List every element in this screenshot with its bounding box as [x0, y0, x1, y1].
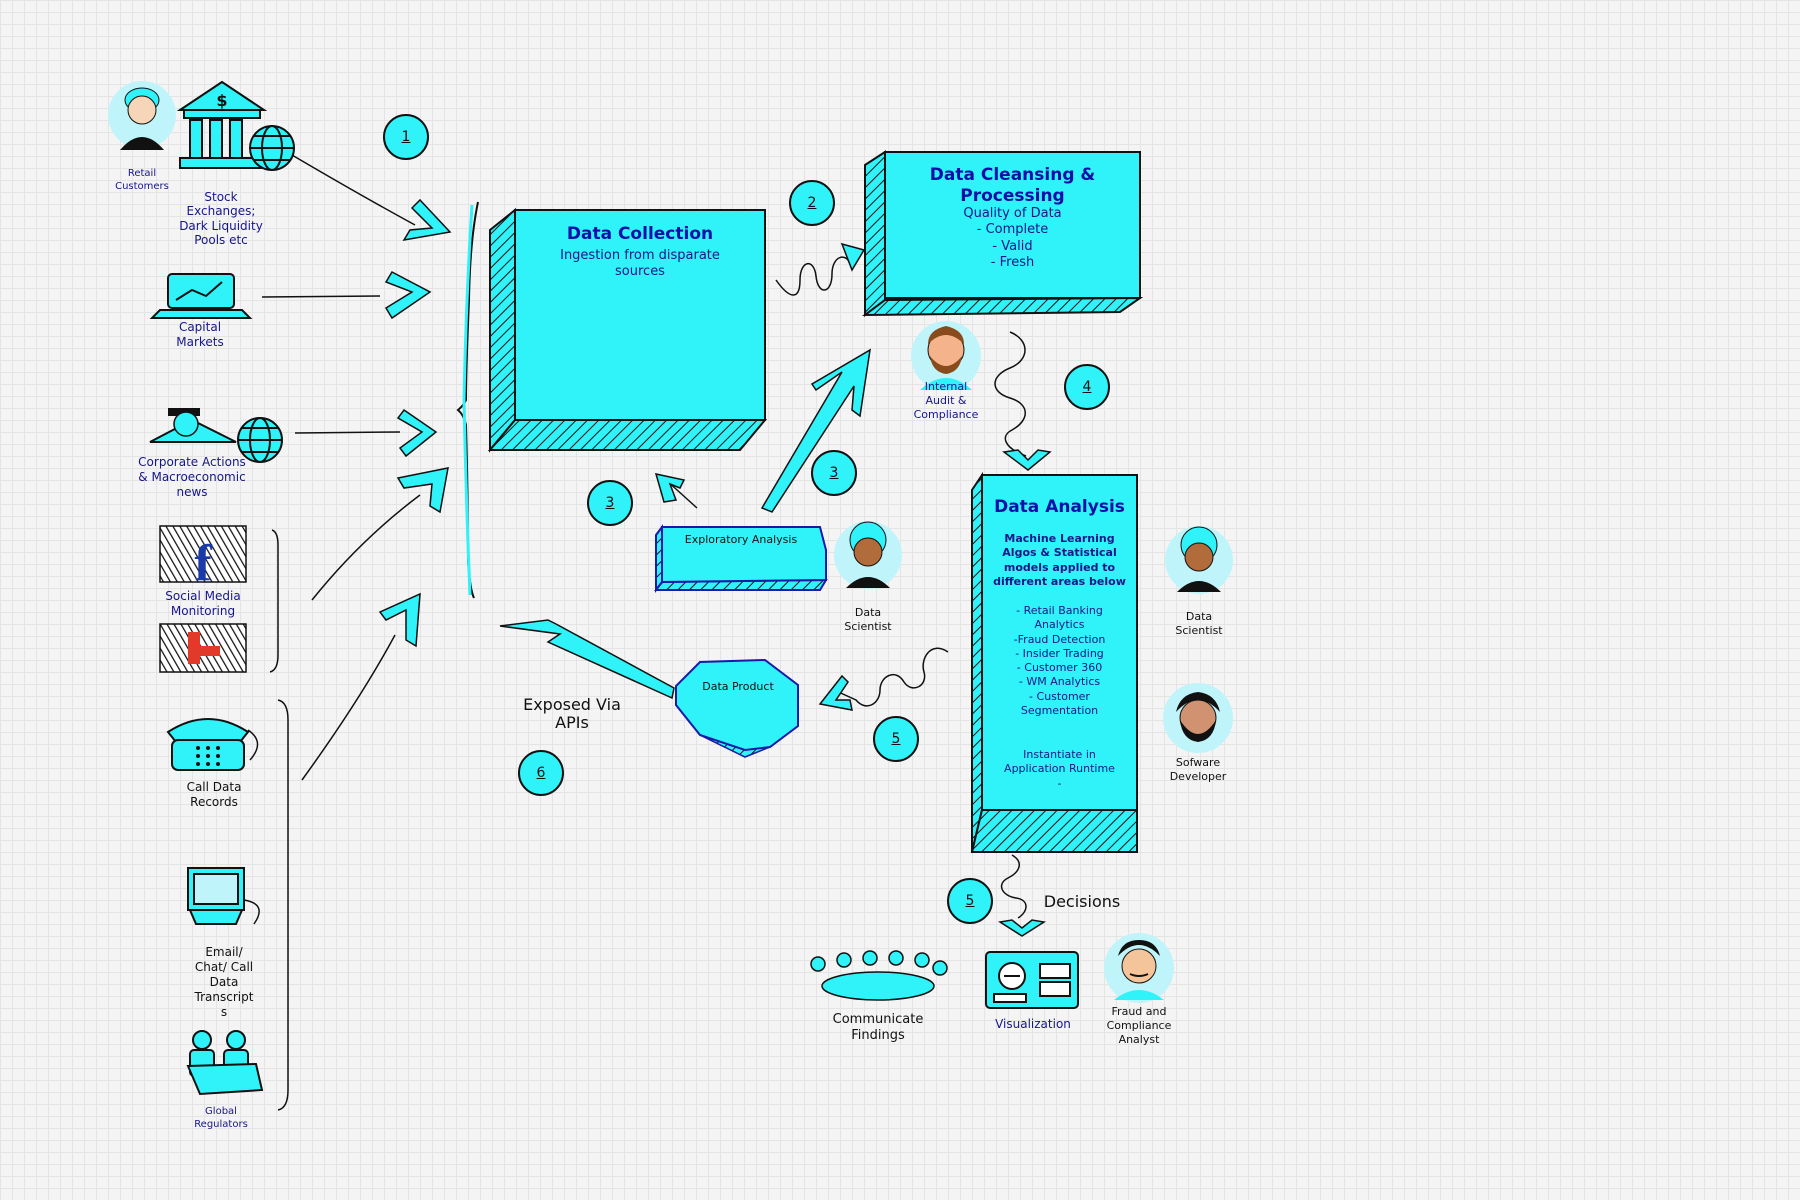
step-5-badge: 5	[947, 878, 993, 924]
step-3-badge: 3	[587, 480, 633, 526]
arrow-head-5b	[997, 919, 1047, 937]
software-developer-label: Sofware Developer	[1169, 756, 1227, 783]
bank-icon: $	[176, 80, 268, 169]
step-6-badge: 6	[518, 750, 564, 796]
fraud-analyst-label: Fraud and Compliance Analyst	[1106, 1005, 1172, 1046]
data-analysis-intro: Machine Learning Algos & Statistical mod…	[993, 532, 1126, 588]
data-cleansing-title: Data Cleansing & Processing	[929, 165, 1096, 207]
exploratory-analysis-shape	[654, 524, 828, 593]
channels-bracket	[277, 699, 289, 1111]
data-analysis-title: Data Analysis	[994, 497, 1125, 517]
decisions-label: Decisions	[1043, 892, 1121, 911]
data-collection-subtitle: Ingestion from disparate sources	[560, 248, 720, 280]
person-icon	[1104, 933, 1174, 1003]
connector-cleansing-analysis	[994, 331, 1027, 457]
regulators-icon	[186, 1030, 264, 1096]
step-3-badge: 3	[811, 450, 857, 496]
step-1-badge: 1	[383, 114, 429, 160]
arrow-head-5a	[818, 674, 853, 711]
person-icon	[834, 521, 902, 589]
social-media-label: Social Media Monitoring	[165, 589, 241, 618]
collection-brace-inner	[462, 204, 474, 596]
communicate-findings-label: Communicate Findings	[832, 1012, 924, 1044]
data-collection-box	[487, 207, 768, 453]
internal-audit-label: Internal Audit & Compliance	[913, 380, 979, 421]
connector-analysis-product	[833, 647, 949, 707]
data-analysis-runtime: Instantiate in Application Runtime -	[1004, 748, 1115, 790]
telephone-icon	[166, 718, 259, 771]
person-icon	[1163, 683, 1233, 753]
data-cleansing-body: Quality of Data - Complete - Valid - Fre…	[963, 206, 1062, 270]
email-chat-label: Email/ Chat/ Call Data Transcript s	[194, 945, 254, 1019]
person-icon	[149, 408, 237, 443]
globe-icon	[249, 125, 295, 171]
capital-markets-label: Capital Markets	[176, 320, 224, 349]
svg-text:$: $	[216, 91, 227, 110]
connector-capital	[261, 295, 381, 298]
data-cleansing-box	[861, 150, 1144, 317]
chevron-arrow-4	[396, 467, 449, 514]
laptop-icon	[149, 273, 253, 319]
arrow-head-3a	[654, 473, 686, 503]
arrow-head-4	[1002, 449, 1052, 471]
globe-icon	[237, 417, 283, 463]
step-4-badge: 4	[1064, 364, 1110, 410]
data-collection-title: Data Collection	[566, 224, 714, 244]
data-product-shape	[675, 658, 799, 758]
computer-icon	[187, 867, 260, 925]
stock-exchanges-label: Stock Exchanges; Dark Liquidity Pools et…	[179, 190, 263, 248]
connector-collection-cleansing	[775, 251, 857, 296]
connector-social	[311, 494, 421, 601]
data-scientist-label: Data Scientist	[1175, 610, 1223, 637]
global-regulators-label: Global Regulators	[194, 1106, 248, 1130]
dashboard-icon	[985, 951, 1079, 1009]
meeting-table-icon	[810, 950, 948, 1001]
svg-text:f: f	[194, 535, 212, 592]
person-icon	[911, 321, 981, 391]
connector-retail	[291, 154, 416, 226]
step-2-badge: 2	[789, 180, 835, 226]
data-analysis-box	[970, 471, 1138, 853]
chevron-arrow-2	[384, 271, 432, 320]
person-icon	[108, 81, 176, 150]
arrow-diagonal-3b	[760, 348, 871, 513]
facebook-icon: f	[159, 525, 247, 592]
data-analysis-areas: - Retail Banking Analytics -Fraud Detect…	[1013, 604, 1106, 718]
arrow-api-6	[499, 619, 675, 700]
twitter-icon	[159, 623, 247, 673]
chevron-arrow-1	[402, 198, 452, 242]
chevron-arrow-5	[378, 592, 421, 648]
social-bracket	[269, 529, 279, 673]
connector-corporate	[294, 431, 401, 434]
arrow-head-2	[840, 242, 866, 272]
data-product-label: Data Product	[702, 680, 774, 693]
connector-analysis-decisions	[1000, 854, 1027, 919]
step-5-badge: 5	[873, 716, 919, 762]
exposed-via-apis-label: Exposed Via APIs	[523, 695, 621, 733]
call-data-label: Call Data Records	[186, 780, 242, 809]
exploratory-analysis-label: Exploratory Analysis	[684, 533, 798, 546]
chevron-arrow-3	[396, 408, 438, 458]
corporate-actions-label: Corporate Actions & Macroeconomic news	[138, 455, 246, 499]
data-scientist-label: Data Scientist	[844, 606, 892, 633]
retail-customers-label: Retail Customers	[115, 168, 169, 192]
person-icon	[1165, 526, 1233, 594]
visualization-label: Visualization	[995, 1017, 1071, 1031]
connector-channels	[301, 634, 396, 781]
